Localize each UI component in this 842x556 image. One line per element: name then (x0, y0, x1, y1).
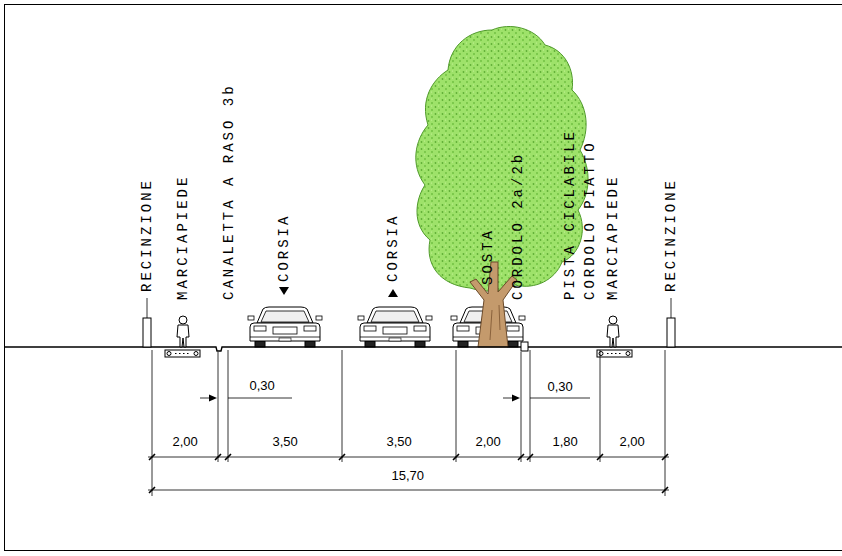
tree-trunk (490, 305, 500, 340)
dimension-lines (148, 457, 669, 458)
dimension-tick (149, 454, 668, 460)
dimension-value: 3,50 (387, 434, 412, 449)
pedestrian-figure (609, 316, 617, 324)
paving-symbol (626, 352, 630, 356)
direction-arrow (279, 287, 289, 295)
part-label: RECINZIONE (139, 178, 155, 292)
part-label: PISTA CICLABILE (562, 129, 578, 300)
pedestrian-figure (179, 316, 187, 324)
paving-symbol (165, 350, 632, 357)
dimension-lines (456, 350, 457, 462)
dimension-tick (149, 454, 668, 493)
pedestrian-figure (607, 325, 619, 347)
paving-symbol (175, 353, 190, 354)
direction-arrow (388, 289, 398, 297)
dimension-value: 1,80 (553, 434, 578, 449)
fence-post (147, 298, 148, 318)
part-label: CORSIA (385, 214, 401, 282)
dimension-lines (530, 350, 531, 462)
paving-symbol (597, 350, 632, 357)
dimension-value: 0,30 (250, 378, 275, 393)
part-label: SOSTA (480, 228, 496, 285)
paving-symbol (167, 352, 171, 356)
car-symbol (248, 307, 322, 347)
dimension-value: 2,00 (620, 434, 645, 449)
ground-line (521, 342, 528, 351)
fence-post (671, 298, 672, 318)
pedestrian-figure (177, 325, 189, 347)
part-label: CORDOLO 2a/2b (510, 152, 526, 300)
dimension-value: 15,70 (392, 468, 425, 483)
dimension-lines (342, 350, 343, 462)
dimension-lines (530, 398, 590, 399)
part-label: CORDOLO PIATTO (582, 140, 598, 300)
dimension-lines (228, 350, 229, 462)
dimension-value: 0,30 (548, 379, 573, 394)
paving-symbol (165, 350, 200, 357)
dimension-arrowhead (209, 395, 217, 402)
dimension-lines (148, 350, 669, 496)
dimension-lines (148, 490, 669, 491)
dimension-arrowhead (209, 395, 520, 402)
part-label: RECINZIONE (663, 178, 679, 292)
part-label: CORSIA (276, 214, 292, 282)
dimension-lines (152, 350, 153, 496)
dimension-lines (600, 350, 601, 462)
dimension-lines (521, 352, 522, 462)
part-label: MARCIAPIEDE (175, 175, 191, 300)
ground-line (4, 342, 842, 351)
dimension-tick (149, 487, 668, 493)
dimension-value: 2,00 (173, 434, 198, 449)
fence-post (143, 318, 151, 347)
ground-line (4, 347, 842, 351)
paving-symbol (194, 352, 198, 356)
dimension-value: 3,50 (273, 434, 298, 449)
part-label: MARCIAPIEDE (605, 175, 621, 300)
car-symbol (358, 307, 432, 347)
fence-post (143, 298, 675, 347)
pedestrian-figure (177, 316, 619, 347)
direction-arrow (279, 287, 398, 297)
part-label: CANALETTA A RASO 3b (221, 83, 237, 300)
sheet-frame (5, 5, 842, 551)
dimension-arrowhead (512, 395, 520, 402)
dimension-lines (665, 350, 666, 496)
fence-post (667, 318, 675, 347)
dimension-lines (218, 352, 219, 462)
dimension-lines (228, 398, 292, 399)
paving-symbol (607, 353, 622, 354)
dimension-value: 2,00 (476, 434, 501, 449)
